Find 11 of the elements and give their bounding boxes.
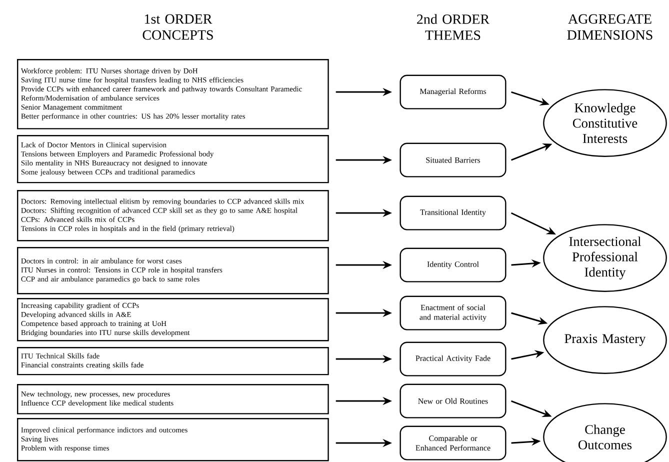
column-heading: 1st ORDER CONCEPTS: [142, 14, 213, 40]
theme-box: Practical Activity Fade: [400, 342, 506, 376]
theme-box: Comparable or Enhanced Performance: [400, 426, 506, 460]
theme-box: Enactment of social and material activity: [400, 296, 506, 330]
theme-box: Situated Barriers: [400, 142, 506, 178]
theme-box: Transitional Identity: [400, 196, 506, 230]
theme-box: Identity Control: [400, 248, 506, 282]
theme-box: New or Old Routines: [400, 384, 506, 418]
theme-box: Managerial Reforms: [400, 74, 506, 110]
column-heading: AGGREGATE DIMENSIONS: [567, 14, 652, 40]
column-heading: 2nd ORDER THEMES: [417, 14, 490, 40]
